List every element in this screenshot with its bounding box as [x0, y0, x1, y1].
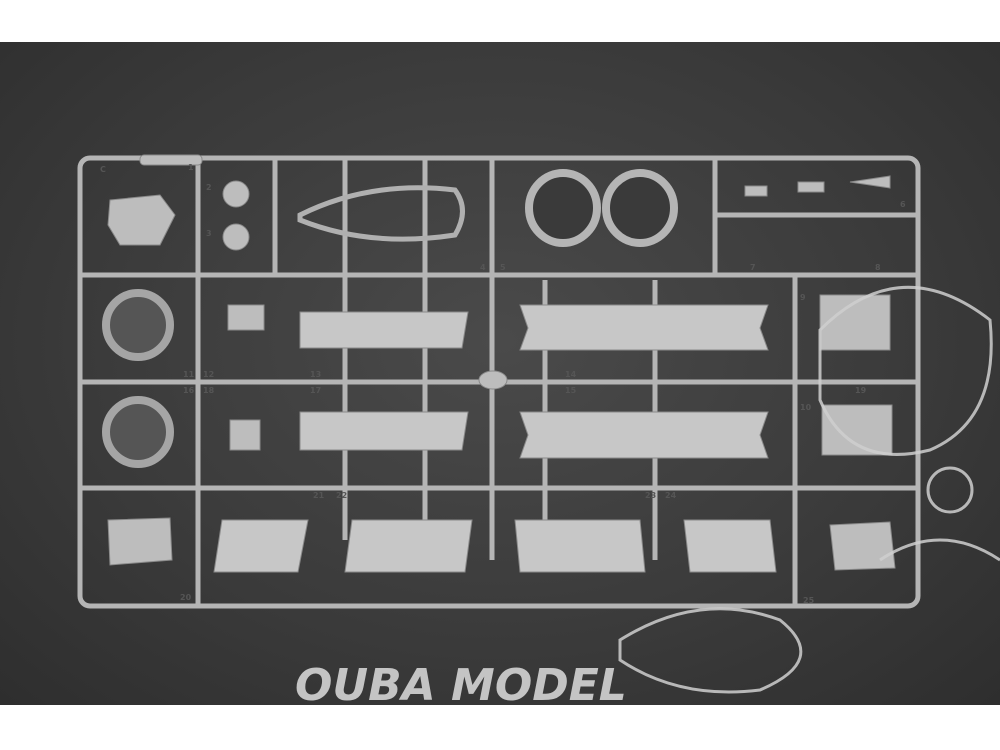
part-number: 24 — [665, 491, 677, 500]
sprue-letter: C — [100, 165, 106, 174]
fin-part-23 — [514, 519, 646, 573]
sprue-center-hub — [478, 370, 508, 390]
fin-part-21 — [213, 519, 309, 573]
part-number-labels: 1 2 3 4 5 6 7 8 9 10 11 12 13 14 15 16 1… — [180, 163, 906, 605]
watermark-text: OUBA MODEL — [295, 660, 627, 711]
sprue-label-tag — [139, 154, 203, 166]
part-number: 20 — [180, 593, 192, 602]
long-panel-lower — [519, 411, 769, 459]
watermark-mascot — [618, 285, 1000, 694]
wheel-part-2 — [222, 180, 250, 208]
small-part-b — [797, 181, 825, 193]
part-number: 14 — [565, 370, 577, 379]
part-number: 4 — [480, 263, 486, 272]
bottom-border — [0, 705, 1000, 750]
part-box-lower — [821, 404, 893, 456]
part-number: 25 — [803, 596, 815, 605]
sprue-frame — [77, 155, 921, 609]
panel-part-lower — [299, 411, 469, 451]
small-part-a — [744, 185, 768, 197]
fin-part-24 — [683, 519, 777, 573]
panel-part-upper — [299, 311, 469, 349]
part-number: 17 — [310, 386, 321, 395]
intake-ring-left — [525, 169, 601, 247]
part-small-lower — [229, 419, 261, 451]
part-number: 7 — [750, 263, 756, 272]
part-number: 22 — [336, 491, 347, 500]
part-number: 23 — [645, 491, 656, 500]
long-panel-upper — [519, 304, 769, 351]
part-number: 5 — [500, 263, 506, 272]
exhaust-nozzle-lower — [102, 396, 174, 468]
part-c1 — [107, 194, 176, 246]
part-number: 3 — [206, 229, 212, 238]
canopy-frame-part — [297, 185, 465, 242]
part-number: 11 — [183, 370, 195, 379]
intake-ring-right — [602, 169, 678, 247]
part-25 — [829, 521, 896, 571]
wheel-part-3 — [222, 223, 250, 251]
part-number: 12 — [203, 370, 214, 379]
part-number: 21 — [313, 491, 325, 500]
fin-part-22 — [344, 519, 473, 573]
part-number: 15 — [565, 386, 577, 395]
part-number: 9 — [800, 293, 806, 302]
part-number: 2 — [206, 183, 212, 192]
part-number: 13 — [310, 370, 321, 379]
part-number: 18 — [203, 386, 215, 395]
part-number: 10 — [800, 403, 812, 412]
part-number: 1 — [188, 163, 194, 172]
part-small-upper — [227, 304, 265, 331]
part-number: 8 — [875, 263, 881, 272]
part-20 — [107, 517, 173, 566]
part-number: 16 — [183, 386, 195, 395]
part-number: 6 — [900, 200, 906, 209]
exhaust-nozzle-upper — [102, 289, 174, 361]
arrow-part — [849, 175, 891, 189]
part-number: 19 — [855, 386, 867, 395]
